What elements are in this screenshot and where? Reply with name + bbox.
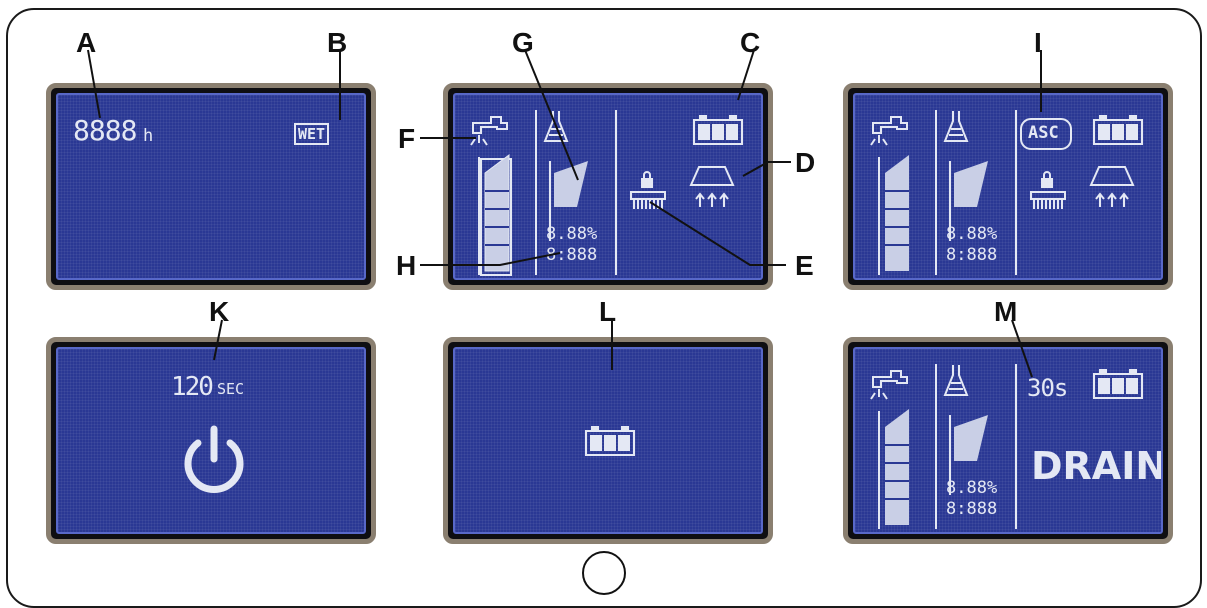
detergent-number: 8:888 [946,245,998,265]
power-icon [184,425,244,493]
lcd-panel-work: 8.88% 8:888 [443,83,773,290]
water-level-segments [885,190,909,246]
detergent-percent: 8.88% [946,224,998,244]
squeegee-icon [1089,166,1135,207]
callout-m: M [994,296,1018,327]
water-level-segments [485,190,509,246]
detergent-level-wedge-icon [954,161,988,207]
callout-g: G [512,27,534,58]
callout-h: H [396,250,417,281]
shutdown-countdown: 120 [171,372,214,402]
hour-counter: 8888 [73,114,137,147]
lcd-screen-battery [453,347,763,534]
detergent-percent: 8.88% [946,478,998,498]
lcd-panel-hours: 8888 h WET [46,83,376,290]
callout-d: D [795,147,816,178]
squeegee-icon [689,166,735,207]
lcd-screen-hours: 8888 h WET [56,93,366,280]
asc-badge-frame [1020,118,1072,150]
lcd-panel-drain: 30s DRAIN 8.88% 8:888 [843,337,1173,544]
brush-icon [1030,191,1066,209]
faucet-icon [470,116,508,146]
brush-icon [630,191,666,209]
battery-icon [585,426,635,456]
lcd-panel-battery [443,337,773,544]
lock-icon [1041,171,1053,188]
water-level-wedge-icon [885,155,909,271]
drain-label: DRAIN [1031,444,1163,488]
water-level-bar [480,158,512,276]
detergent-level-wedge-icon [554,161,588,207]
callout-f: F [398,123,416,154]
callout-c: C [740,27,761,58]
drain-screen-graphics [870,364,1143,529]
battery-icon [1093,115,1143,145]
detergent-level-wedge-icon [954,415,988,461]
lcd-screen-work-asc: ASC 8.88% 8:888 [853,93,1163,280]
detergent-number: 8:888 [546,245,598,265]
detergent-flask-icon [543,111,569,142]
work-screen-graphics [470,110,743,276]
callout-a: A [76,27,97,58]
lcd-screen-work: 8.88% 8:888 [453,93,763,280]
water-level-segments [885,444,909,500]
lcd-screen-shutdown: 120 SEC [56,347,366,534]
lock-icon [641,171,653,188]
callout-i: I [1034,27,1042,58]
detergent-number: 8:888 [946,499,998,519]
callout-l: L [599,296,617,327]
battery-icon [693,115,743,145]
asc-badge: ASC [1028,123,1059,143]
detergent-flask-icon [943,365,969,396]
water-level-wedge-icon [484,154,510,272]
page-number-circle [582,551,626,595]
callout-b: B [327,27,348,58]
wet-badge: WET [294,123,330,145]
callout-e: E [795,250,814,281]
work-asc-screen-graphics [870,110,1143,275]
faucet-icon [870,370,908,400]
battery-icon [1093,369,1143,399]
lcd-panel-work-asc: ASC 8.88% 8:888 [843,83,1173,290]
hour-unit: h [143,126,154,146]
lcd-panel-shutdown: 120 SEC [46,337,376,544]
lcd-screen-drain: 30s DRAIN 8.88% 8:888 [853,347,1163,534]
callout-k: K [209,296,230,327]
shutdown-unit: SEC [217,380,245,398]
water-level-wedge-icon [885,409,909,525]
faucet-icon [870,116,908,146]
detergent-percent: 8.88% [546,224,598,244]
drain-timer: 30s [1027,374,1068,402]
detergent-flask-icon [943,111,969,142]
